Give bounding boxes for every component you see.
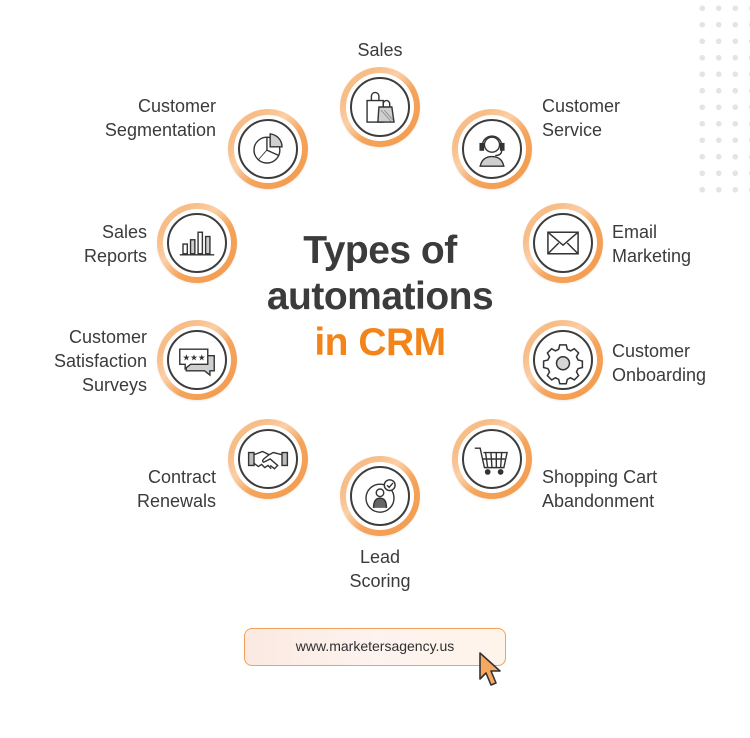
node-sales-reports [157, 203, 237, 283]
person-check-icon [365, 479, 396, 513]
label-lead-scoring: Lead Scoring [349, 547, 411, 591]
node-email-marketing [523, 203, 603, 283]
label-sales: Sales [357, 40, 403, 60]
label-contract-renewals: Contract Renewals [136, 467, 216, 511]
label-customer-satisfaction-surveys: Customer Satisfaction Surveys [53, 327, 147, 395]
node-contract-renewals [228, 419, 308, 499]
gear-icon [542, 344, 584, 385]
node-customer-satisfaction-surveys: ★★★ [157, 320, 237, 400]
label-customer-service: Customer Service [542, 96, 621, 140]
headset-agent-icon [479, 135, 505, 167]
website-url-text: www.marketersagency.us [295, 638, 455, 654]
dot-pattern-decoration [690, 0, 750, 200]
node-sales [340, 67, 420, 147]
label-email-marketing: Email Marketing [612, 222, 692, 266]
pie-chart-icon [253, 133, 283, 164]
label-shopping-cart-abandonment: Shopping Cart Abandonment [542, 467, 658, 511]
bar-chart-icon [179, 231, 215, 256]
node-shopping-cart-abandonment [452, 419, 532, 499]
label-sales-reports: Sales Reports [83, 222, 147, 266]
node-customer-service [452, 109, 532, 189]
title-line-1: Types of [303, 229, 457, 272]
node-customer-onboarding [523, 320, 603, 400]
shopping-bags-icon [366, 91, 395, 123]
rating-speech-bubble-icon: ★★★ [179, 348, 215, 377]
diagram-title: Types of automations in CRM [245, 228, 515, 366]
shopping-cart-icon [474, 447, 508, 475]
title-line-3: in CRM [314, 321, 446, 364]
svg-text:★★★: ★★★ [182, 354, 205, 364]
label-customer-segmentation: Customer Segmentation [104, 96, 216, 140]
node-lead-scoring [340, 456, 420, 536]
handshake-icon [247, 450, 289, 470]
label-customer-onboarding: Customer Onboarding [612, 341, 707, 385]
envelope-icon [547, 231, 579, 255]
mouse-pointer-icon [479, 652, 501, 686]
node-customer-segmentation [228, 109, 308, 189]
website-url-link[interactable]: www.marketersagency.us [244, 628, 506, 666]
title-line-2: automations [266, 275, 494, 318]
